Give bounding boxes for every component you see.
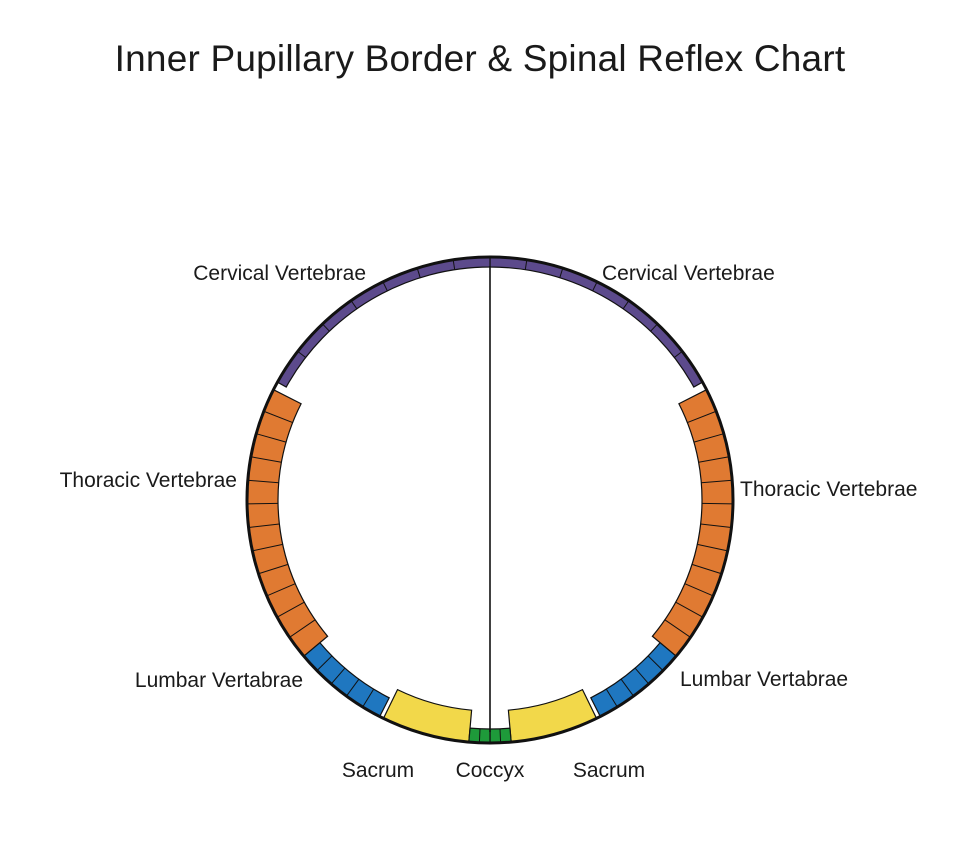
cervical-divider-left: [350, 300, 358, 310]
thoracic-divider-left: [263, 410, 293, 424]
lumbar-divider-right: [605, 688, 618, 708]
thoracic-divider-left: [258, 563, 289, 575]
thoracic-divider-left: [250, 456, 282, 463]
thoracic-divider-right: [675, 601, 704, 618]
cervical-divider-left: [452, 259, 456, 270]
cervical-divider-left: [382, 281, 388, 292]
thoracic-band-right: [651, 388, 734, 658]
thoracic-divider-right: [664, 619, 691, 638]
lumbar-divider-left: [330, 667, 346, 685]
pupil-ring: [245, 255, 735, 745]
thoracic-divider-right: [700, 523, 732, 529]
lumbar-divider-right: [634, 667, 650, 685]
thoracic-band-left: [246, 388, 329, 658]
label-cervical-left: Cervical Vertebrae: [193, 262, 366, 285]
cervical-divider-right: [650, 323, 658, 332]
thoracic-divider-left: [289, 619, 316, 638]
thoracic-divider-right: [693, 433, 724, 443]
thoracic-divider-left: [247, 479, 279, 484]
lumbar-divider-right: [647, 655, 664, 671]
lumbar-divider-left: [362, 688, 375, 708]
thoracic-divider-left: [276, 601, 305, 618]
thoracic-divider-right: [698, 456, 730, 463]
label-cervical-right: Cervical Vertebrae: [602, 262, 775, 285]
thoracic-divider-left: [248, 523, 280, 529]
thoracic-divider-left: [266, 583, 296, 597]
label-coccyx: Coccyx: [456, 759, 525, 782]
cervical-divider-left: [297, 350, 306, 358]
thoracic-divider-right: [697, 543, 728, 552]
cervical-divider-right: [524, 259, 528, 270]
chart-title: Inner Pupillary Border & Spinal Reflex C…: [114, 38, 846, 79]
pupil-outline: [245, 255, 735, 745]
label-sacrum-left: Sacrum: [342, 759, 414, 782]
cervical-divider-right: [674, 350, 683, 358]
label-thoracic-left: Thoracic Vertebrae: [60, 469, 237, 492]
thoracic-divider-right: [701, 479, 733, 484]
label-lumbar-right: Lumbar Vertabrae: [680, 668, 848, 691]
coccyx-divider-left: [478, 728, 481, 743]
coccyx-divider-right: [499, 728, 502, 743]
lumbar-divider-left: [346, 678, 360, 697]
thoracic-divider-right: [684, 583, 714, 597]
cervical-divider-left: [322, 323, 330, 332]
thoracic-divider-left: [252, 543, 283, 552]
cervical-divider-right: [622, 300, 630, 310]
cervical-divider-right: [559, 268, 564, 278]
label-lumbar-left: Lumbar Vertabrae: [135, 669, 303, 692]
cervical-divider-left: [416, 268, 421, 278]
lumbar-divider-right: [620, 678, 634, 697]
label-thoracic-right: Thoracic Vertebrae: [740, 478, 917, 501]
lumbar-band-left: [303, 641, 391, 718]
thoracic-divider-left: [256, 433, 287, 443]
cervical-divider-right: [592, 281, 598, 292]
lumbar-band-right: [589, 641, 677, 718]
label-sacrum-right: Sacrum: [573, 759, 645, 782]
lumbar-divider-left: [316, 655, 333, 671]
thoracic-divider-right: [687, 410, 717, 424]
thoracic-divider-right: [691, 563, 722, 575]
